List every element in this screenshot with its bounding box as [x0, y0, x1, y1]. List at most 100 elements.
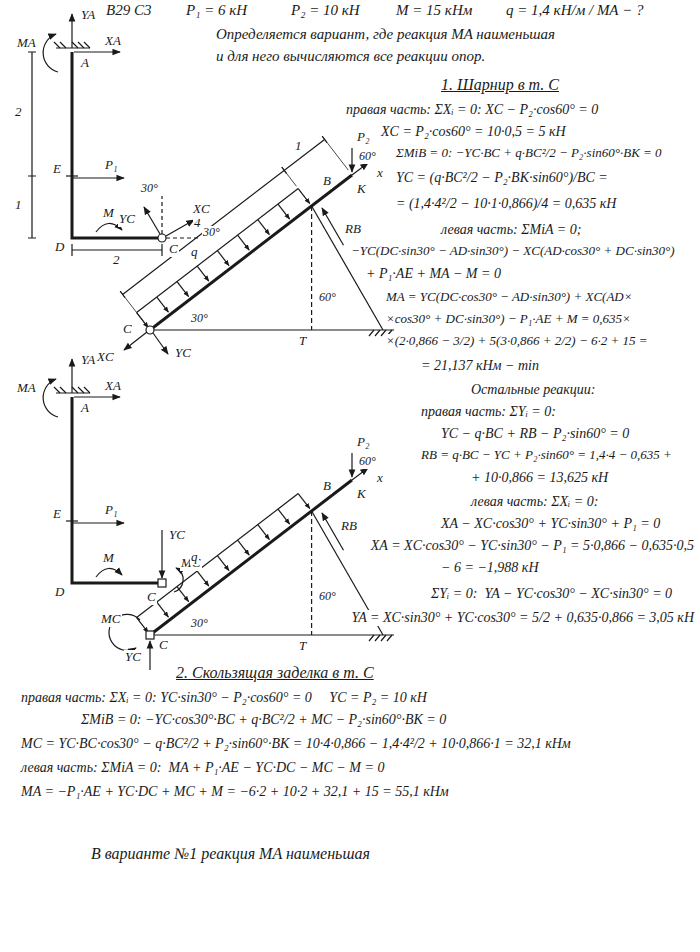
equation-text: и для него вычисляются все реакции опор. [215, 48, 486, 65]
figure-label: B [322, 174, 332, 189]
figure-line [166, 237, 198, 238]
figure-label: P₁ [104, 158, 118, 173]
equation-text: −YC(DC·sin30° − AD·sin30°) − XC(AD·cos30… [350, 244, 676, 259]
figure-line [144, 207, 160, 234]
figure-label: E [52, 162, 62, 177]
figure-label: 60° [318, 291, 337, 305]
figure-g [28, 52, 198, 256]
figure-label: YA [80, 353, 96, 368]
figure-label: YC [168, 528, 186, 543]
figure-path [28, 52, 36, 238]
figure-label: C [122, 322, 133, 337]
figure-circle [146, 326, 154, 334]
equation-text: правая часть: ΣXᵢ = 0: YC·sin30° − P₂·co… [20, 690, 428, 706]
equation-text: ×cos30° + DC·sin30°) − P₁·AE + M = 0,635… [385, 312, 632, 327]
equation-text: YC − q·BC + RB − P₂·sin60° = 0 [440, 426, 630, 442]
figure-label: A [80, 401, 90, 416]
equation-text: XA = XC·cos30° − YC·sin30° − P₁ = 5·0,86… [370, 538, 695, 554]
figure-label: MC [100, 612, 122, 627]
figure-label: M [102, 206, 115, 221]
figure-label: 30° [202, 226, 221, 240]
equation-text: MA = YC(DC·cos30° − AD·sin30°) + XC(AD× [385, 290, 634, 305]
figure-label: XA [104, 34, 122, 49]
figure-label: 30° [190, 617, 209, 631]
figure-label: x [376, 166, 384, 181]
figure-label: 60° [358, 150, 377, 164]
figure-label: 2 [14, 105, 23, 120]
figure-label: XA [104, 379, 122, 394]
figure-label: P₁ [104, 503, 118, 518]
equation-text: RB = q·BC − YC + P₂·sin60° = 1,4·4 − 0,6… [420, 448, 673, 463]
equation-text: M = 15 кНм [395, 2, 473, 19]
lower-frame [43, 359, 183, 592]
figure-label: YC [174, 346, 192, 361]
figure-label: B [322, 479, 332, 494]
equation-text: правая часть: ΣXᵢ = 0: XC − P₂·cos60° = … [345, 102, 599, 118]
figure-label: T [298, 639, 307, 654]
figure-label: 30° [140, 182, 159, 196]
figure-label: C [146, 590, 157, 605]
figure-label: K [356, 487, 367, 502]
equation-text: − 6 = −1,988 кН [440, 560, 540, 576]
equation-text: Остальные реакции: [470, 382, 596, 398]
figure-label: 60° [358, 455, 377, 469]
figure-label: C [168, 242, 179, 257]
equation-text: MC = YC·BC·cos30° − q·BC²/2 + P₂·sin60°·… [20, 736, 572, 752]
figure-label: T [298, 334, 307, 349]
equation-text: q = 1,4 кН/м / MA − ? [505, 2, 644, 19]
figure-label: D [54, 240, 65, 255]
equation-text: ΣYᵢ = 0: YA − YC·cos30° − XC·sin30° = 0 [430, 586, 673, 602]
lower-beam [109, 453, 394, 670]
equation-text: левая часть: ΣMiA = 0; [440, 222, 582, 238]
equation-text: YA = XC·sin30° + YC·cos30° = 5/2 + 0,635… [350, 610, 695, 626]
equation-text: YC = (q·BC²/2 − P₂·BK·sin60°)/BC = [395, 170, 609, 186]
figure-label: 1 [294, 139, 303, 154]
figure-path [120, 136, 327, 297]
figure-path [120, 136, 348, 325]
figure-label: x [376, 471, 384, 486]
equation-text: + 10·0,866 = 13,625 кН [470, 470, 609, 486]
equation-text: 2. Скользящая заделка в т. C [175, 664, 375, 682]
figure-use [137, 148, 394, 336]
figure-label: 60° [318, 590, 337, 604]
equation-text: MA = −P₁·AE + YC·DC + MC + M = −6·2 + 10… [20, 784, 450, 800]
equation-text: правая часть: ΣYᵢ = 0: [420, 404, 557, 420]
figure-path [123, 139, 325, 294]
figure-label: C [158, 638, 169, 653]
figure-circle [158, 234, 166, 242]
equation-text: ×(2·0,866 − 3/2) + 5(3·0,866 + 2/2) − 6·… [385, 334, 648, 349]
figure-rect [146, 631, 154, 639]
figure-label: XC [96, 350, 115, 365]
figure-label: RB [344, 222, 362, 237]
figure-label: YC [124, 650, 142, 665]
equation-text: XA − XC·cos30° + YC·sin30° + P₁ = 0 [440, 516, 661, 532]
figure-label: M [102, 551, 115, 566]
figure-label: E [52, 507, 62, 522]
figure-g [120, 136, 348, 354]
figure-label: 4 [193, 216, 202, 231]
figure-line [166, 220, 194, 236]
equation-text: Определяется вариант, где реакция MA наи… [215, 26, 556, 43]
figure-use [43, 14, 162, 238]
figure-label: q [190, 550, 199, 565]
figure-line [149, 641, 150, 670]
figure-label: P₂ [356, 435, 370, 450]
figure-label: YA [80, 8, 96, 23]
equation-text: = 21,137 кНм − min [420, 358, 540, 374]
equation-text: P₁ = 6 кН [185, 2, 248, 19]
figure-label: P₂ [356, 130, 370, 145]
equation-text: P₂ = 10 кН [290, 2, 361, 19]
figure-line [161, 196, 162, 234]
figure-rect [158, 579, 166, 587]
equation-text: левая часть: ΣMiA = 0: MA + P₁·AE − YC·D… [20, 760, 385, 776]
figure-label: A [80, 56, 90, 71]
upper-frame [28, 14, 198, 256]
equation-text: 1. Шарнир в т. C [440, 76, 560, 94]
equation-text: В варианте №1 реакция MA наименьшая [90, 845, 371, 863]
figure-line [161, 530, 162, 578]
figure-line [153, 333, 168, 354]
figure-label: K [356, 182, 367, 197]
figure-label: RB [340, 519, 358, 534]
equation-text: XC = P₂·cos60° = 10·0,5 = 5 кН [380, 124, 567, 140]
